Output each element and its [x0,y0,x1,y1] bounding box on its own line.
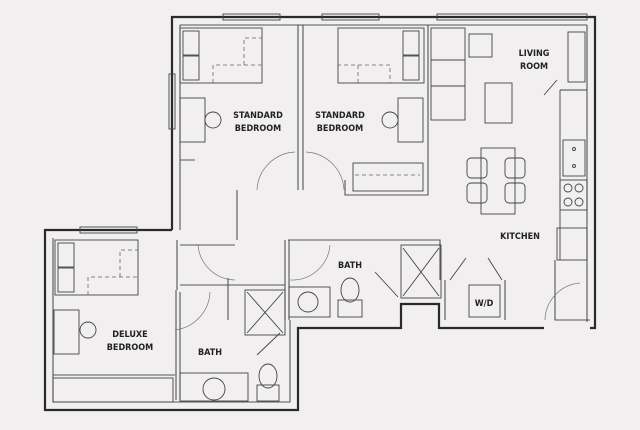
bed-standard-bedroom-2 [337,27,425,84]
coffee-table [484,82,513,124]
label-washer-dryer: W/D [475,299,494,309]
interior-walls [53,25,590,400]
side-table [468,33,493,58]
desk-deluxe-bedroom [53,309,80,355]
bath-1-fixtures [288,244,442,318]
chair-icon [204,111,222,129]
sofa [430,27,466,121]
dining-table [466,147,526,215]
desk-standard-bedroom-2 [397,97,424,143]
label-bath-2: BATH [198,348,222,358]
closet-standard-bedroom-2 [352,162,424,192]
chair-icon [79,321,97,339]
tv-stand [567,31,586,83]
bed-standard-bedroom-1 [179,27,263,84]
bath-2-fixtures [179,289,286,402]
closet-deluxe-bedroom [52,377,174,403]
desk-standard-bedroom-1 [179,97,206,143]
exterior-wall [43,15,597,412]
washer-dryer [449,257,503,318]
bed-deluxe-bedroom [54,239,139,296]
kitchen-counter [543,79,588,261]
label-kitchen: KITCHEN [500,232,540,242]
chair-icon [381,111,399,129]
exterior-wall-inner [52,24,588,403]
door-swings [174,151,581,331]
label-bath-1: BATH [338,261,362,271]
windows [79,13,588,234]
